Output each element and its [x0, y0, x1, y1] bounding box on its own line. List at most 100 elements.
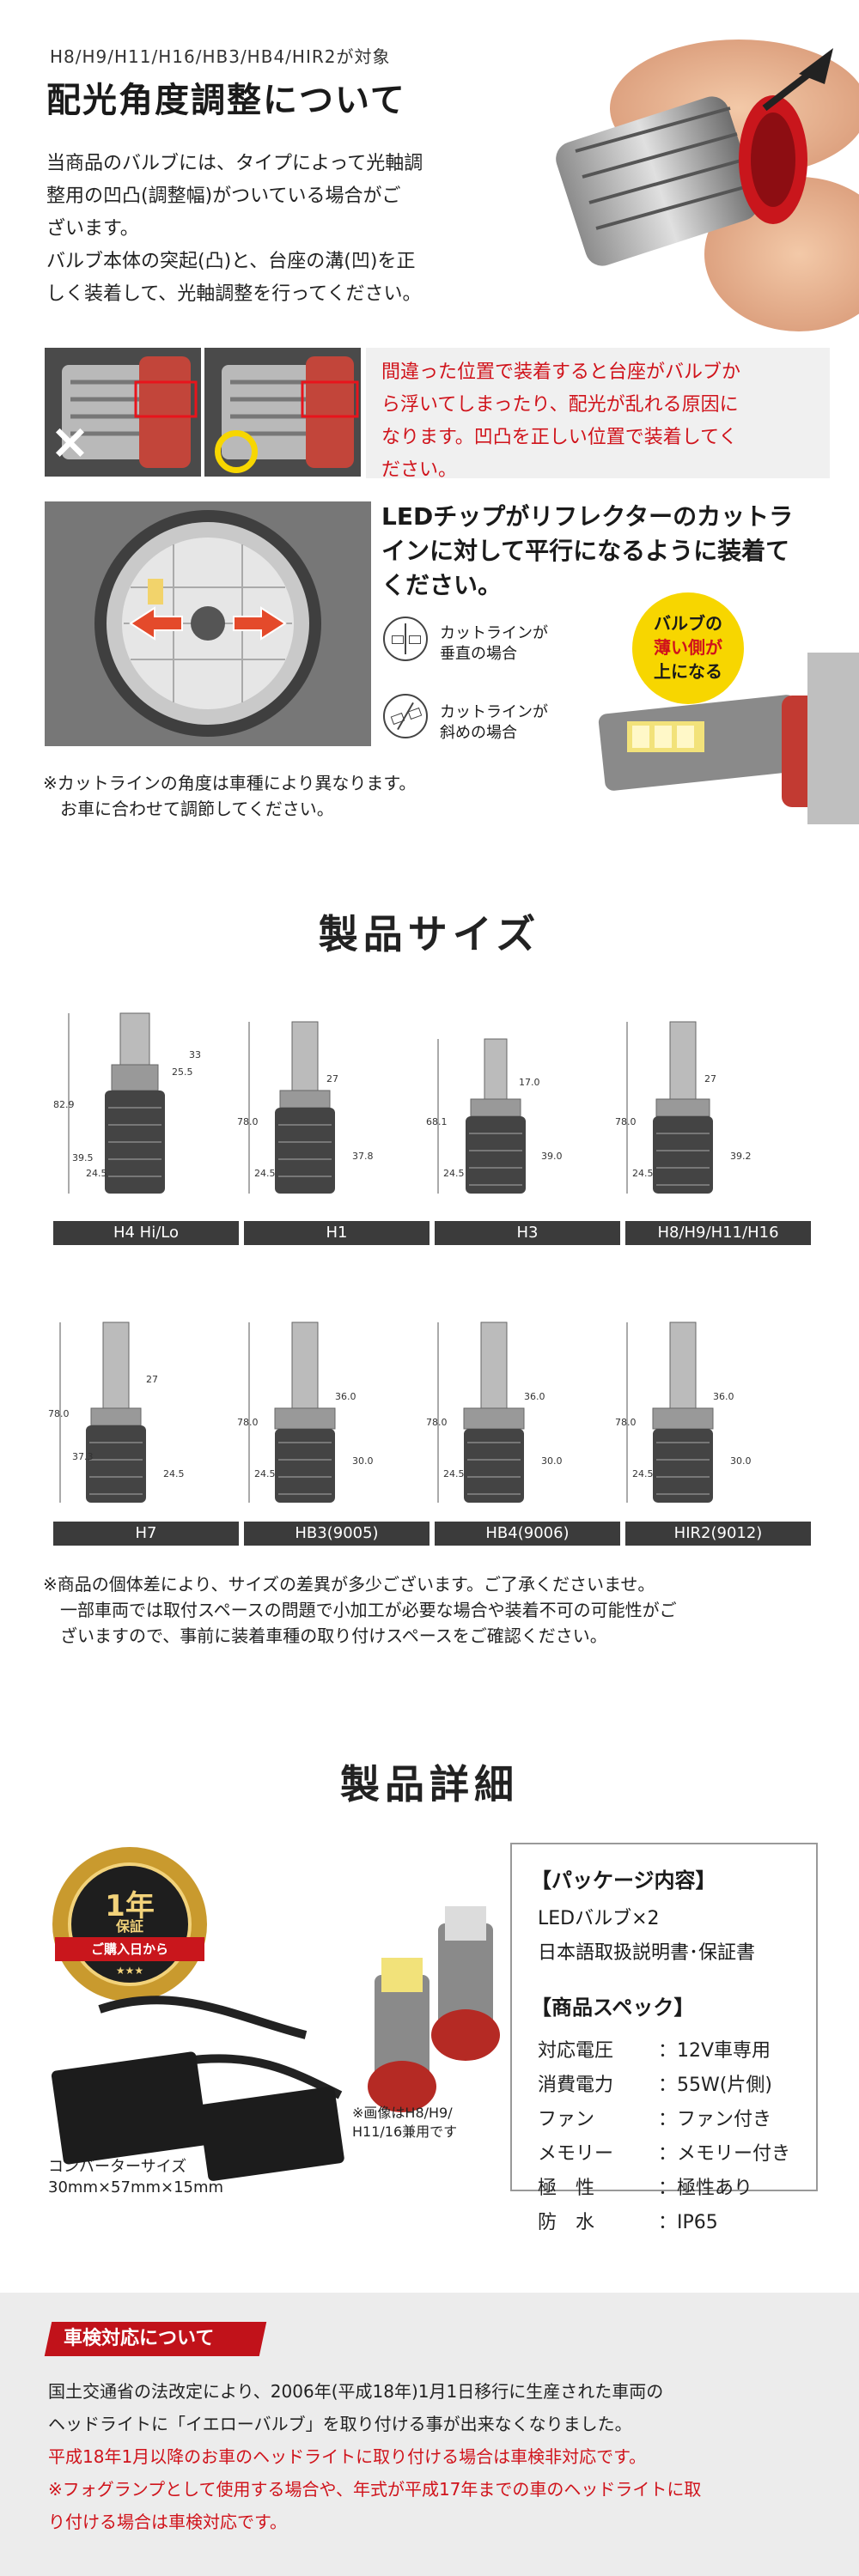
- size-section-title: 製品サイズ: [318, 911, 541, 957]
- intro-line: ざいます。: [46, 218, 139, 240]
- size-diagrams-row2-svg: 78.0 27 37.3 24.5 78.0 36.0 30.0 24.5 78…: [48, 1321, 752, 1503]
- vertical-cutline-icon: [383, 617, 428, 661]
- thin-side-up-badge: バルブの 薄い側が 上になる: [632, 592, 744, 704]
- size-caption: HIR2(9012): [625, 1522, 811, 1546]
- dim-label: 24.5: [632, 1168, 654, 1179]
- dim-label: 68.1: [426, 1116, 448, 1127]
- spec-box: [510, 1843, 818, 2191]
- intro-line: しく装着して、光軸調整を行ってください。: [46, 283, 422, 305]
- size-caption: H4 Hi/Lo: [53, 1221, 239, 1245]
- dim-label: 78.0: [237, 1417, 259, 1428]
- package-item: LEDバルブ×2: [538, 1908, 660, 1929]
- diagonal-cutline-label: カットラインが斜めの場合: [440, 703, 548, 742]
- detail-section-title: 製品詳細: [340, 1761, 519, 1807]
- diagram-h1: 78.0 27 37.8 24.5: [237, 1021, 374, 1194]
- dim-label: 39.2: [730, 1151, 752, 1162]
- image-note: ※画像はH8/H9/ H11/16兼用です: [352, 2105, 458, 2140]
- diagram-hb3: 78.0 36.0 30.0 24.5: [237, 1321, 374, 1503]
- dim-label: 24.5: [86, 1168, 107, 1179]
- dim-label: 36.0: [713, 1391, 734, 1402]
- dim-label: 27: [326, 1073, 338, 1084]
- spec-heading: 【商品スペック】: [531, 1996, 695, 2020]
- size-diagrams-row2: 78.0 27 37.3 24.5 78.0 36.0 30.0 24.5 78…: [48, 1314, 807, 1520]
- spec-row: 防 水：IP65: [538, 2212, 718, 2233]
- warning-box: 間違った位置で装着すると台座がバルブか ら浮いてしまったり、配光が乱れる原因に …: [366, 348, 830, 481]
- shaken-text: 国土交通省の法改定により、2006年(平成18年)1月1日移行に生産された車両の…: [48, 2375, 838, 2538]
- dim-label: 78.0: [237, 1116, 259, 1127]
- shaken-red-line: ※フォグランプとして使用する場合や、年式が平成17年までの車のヘッドライトに取: [48, 2479, 702, 2500]
- diagram-h4: 82.9 25.5 33 39.5 24.5: [53, 1012, 201, 1194]
- dim-label: 82.9: [53, 1099, 75, 1110]
- warranty-badge: 1年 保証 ご購入日から ★★★: [48, 1843, 211, 2006]
- vertical-cutline-label: カットラインが垂直の場合: [440, 624, 548, 663]
- dim-label: 36.0: [335, 1391, 356, 1402]
- warning-line: なります。凹凸を正しい位置で装着してく: [381, 427, 738, 448]
- intro-line: 整用の凹凸(調整幅)がついている場合がご: [46, 185, 401, 207]
- headlight-photo: [45, 501, 371, 746]
- size-caption: H3: [435, 1221, 620, 1245]
- size-diagrams-row1-svg: 82.9 25.5 33 39.5 24.5 78.0 27 37.8 24.5…: [53, 1012, 752, 1194]
- dim-label: 27: [704, 1073, 716, 1084]
- size-diagrams-row1: 82.9 25.5 33 39.5 24.5 78.0 27 37.8 24.5…: [52, 1005, 807, 1219]
- dim-label: 17.0: [519, 1077, 540, 1088]
- diagram-hb4: 78.0 36.0 30.0 24.5: [426, 1321, 563, 1503]
- cutline-heading-line: LEDチップがリフレクターのカットラ: [381, 502, 794, 531]
- diagonal-cutline-icon: [383, 694, 428, 738]
- size-caption: HB4(9006): [435, 1522, 620, 1546]
- diagram-h3: 68.1 17.0 39.0 24.5: [426, 1038, 563, 1194]
- dim-label: 24.5: [254, 1468, 276, 1479]
- bulb-hand-photo: [515, 39, 859, 331]
- diagram-h7: 78.0 27 37.3 24.5: [48, 1321, 185, 1503]
- page-title: 配光角度調整について: [46, 81, 406, 120]
- cutline-heading: LEDチップがリフレクターのカットラ インに対して平行になるように装着て くださ…: [381, 500, 845, 603]
- dim-label: 24.5: [632, 1468, 654, 1479]
- diagram-hir2: 78.0 36.0 30.0 24.5: [615, 1321, 752, 1503]
- dim-label: 33: [189, 1049, 201, 1060]
- size-caption: H1: [244, 1221, 430, 1245]
- dim-label: 37.8: [352, 1151, 374, 1162]
- dim-label: 78.0: [615, 1417, 637, 1428]
- dim-label: 39.5: [72, 1152, 94, 1163]
- applicable-models: H8/H9/H11/H16/HB3/HB4/HIR2が対象: [50, 46, 391, 67]
- dim-label: 37.3: [72, 1451, 94, 1462]
- dim-label: 78.0: [426, 1417, 448, 1428]
- wrong-install-photo: ×: [45, 348, 201, 477]
- dim-label: 24.5: [443, 1468, 465, 1479]
- size-caption: H7: [53, 1522, 239, 1546]
- package-heading: 【パッケージ内容】: [531, 1868, 716, 1893]
- product-photo: [48, 1906, 512, 2181]
- spec-row: 極 性：極性あり: [538, 2178, 753, 2199]
- size-note: ※商品の個体差により、サイズの差異が多少ございます。ご了承くださいませ。 一部車…: [43, 1574, 677, 1646]
- shaken-red-line: 平成18年1月以降のお車のヘッドライトに取り付ける場合は車検非対応です。: [48, 2446, 647, 2467]
- cutline-heading-line: インに対して平行になるように装着て: [381, 537, 790, 565]
- shaken-line: 国土交通省の法改定により、2006年(平成18年)1月1日移行に生産された車両の: [48, 2381, 664, 2402]
- dim-label: 36.0: [524, 1391, 545, 1402]
- warning-line: ださい。: [381, 459, 458, 481]
- dim-label: 25.5: [172, 1066, 193, 1078]
- warranty-big: 1年: [105, 1889, 155, 1923]
- warranty-stars: ★★★: [115, 1965, 144, 1977]
- diagram-h8: 78.0 27 39.2 24.5: [615, 1021, 752, 1194]
- cutline-note: ※カットラインの角度は車種により異なります。 お車に合わせて調節してください。: [43, 773, 417, 819]
- intro-line: 当商品のバルブには、タイプによって光軸調: [46, 153, 423, 174]
- size-caption: H8/H9/H11/H16: [625, 1221, 811, 1245]
- dim-label: 78.0: [615, 1116, 637, 1127]
- dim-label: 39.0: [541, 1151, 563, 1162]
- dim-label: 27: [146, 1374, 158, 1385]
- cutline-heading-line: ください。: [381, 571, 503, 599]
- intro-line: バルブ本体の突起(凸)と、台座の溝(凹)を正: [46, 251, 416, 272]
- warranty-sub: 保証: [115, 1918, 143, 1935]
- shaken-red-line: り付ける場合は車検対応です。: [48, 2512, 287, 2532]
- warning-line: ら浮いてしまったり、配光が乱れる原因に: [381, 394, 739, 416]
- spec-row: 対応電圧：12V車専用: [538, 2040, 771, 2062]
- size-caption: HB3(9005): [244, 1522, 430, 1546]
- spec-row: メモリー：メモリー付き: [538, 2143, 791, 2165]
- dim-label: 24.5: [443, 1168, 465, 1179]
- spec-row: 消費電力：55W(片側): [538, 2075, 772, 2096]
- dim-label: 30.0: [730, 1455, 752, 1467]
- package-item: 日本語取扱説明書･保証書: [538, 1942, 756, 1964]
- correct-mark: [215, 430, 258, 473]
- converter-size: コンバーターサイズ 30mm×57mm×15mm: [48, 2158, 224, 2196]
- correct-install-photo: [204, 348, 361, 477]
- warning-line: 間違った位置で装着すると台座がバルブか: [381, 361, 741, 383]
